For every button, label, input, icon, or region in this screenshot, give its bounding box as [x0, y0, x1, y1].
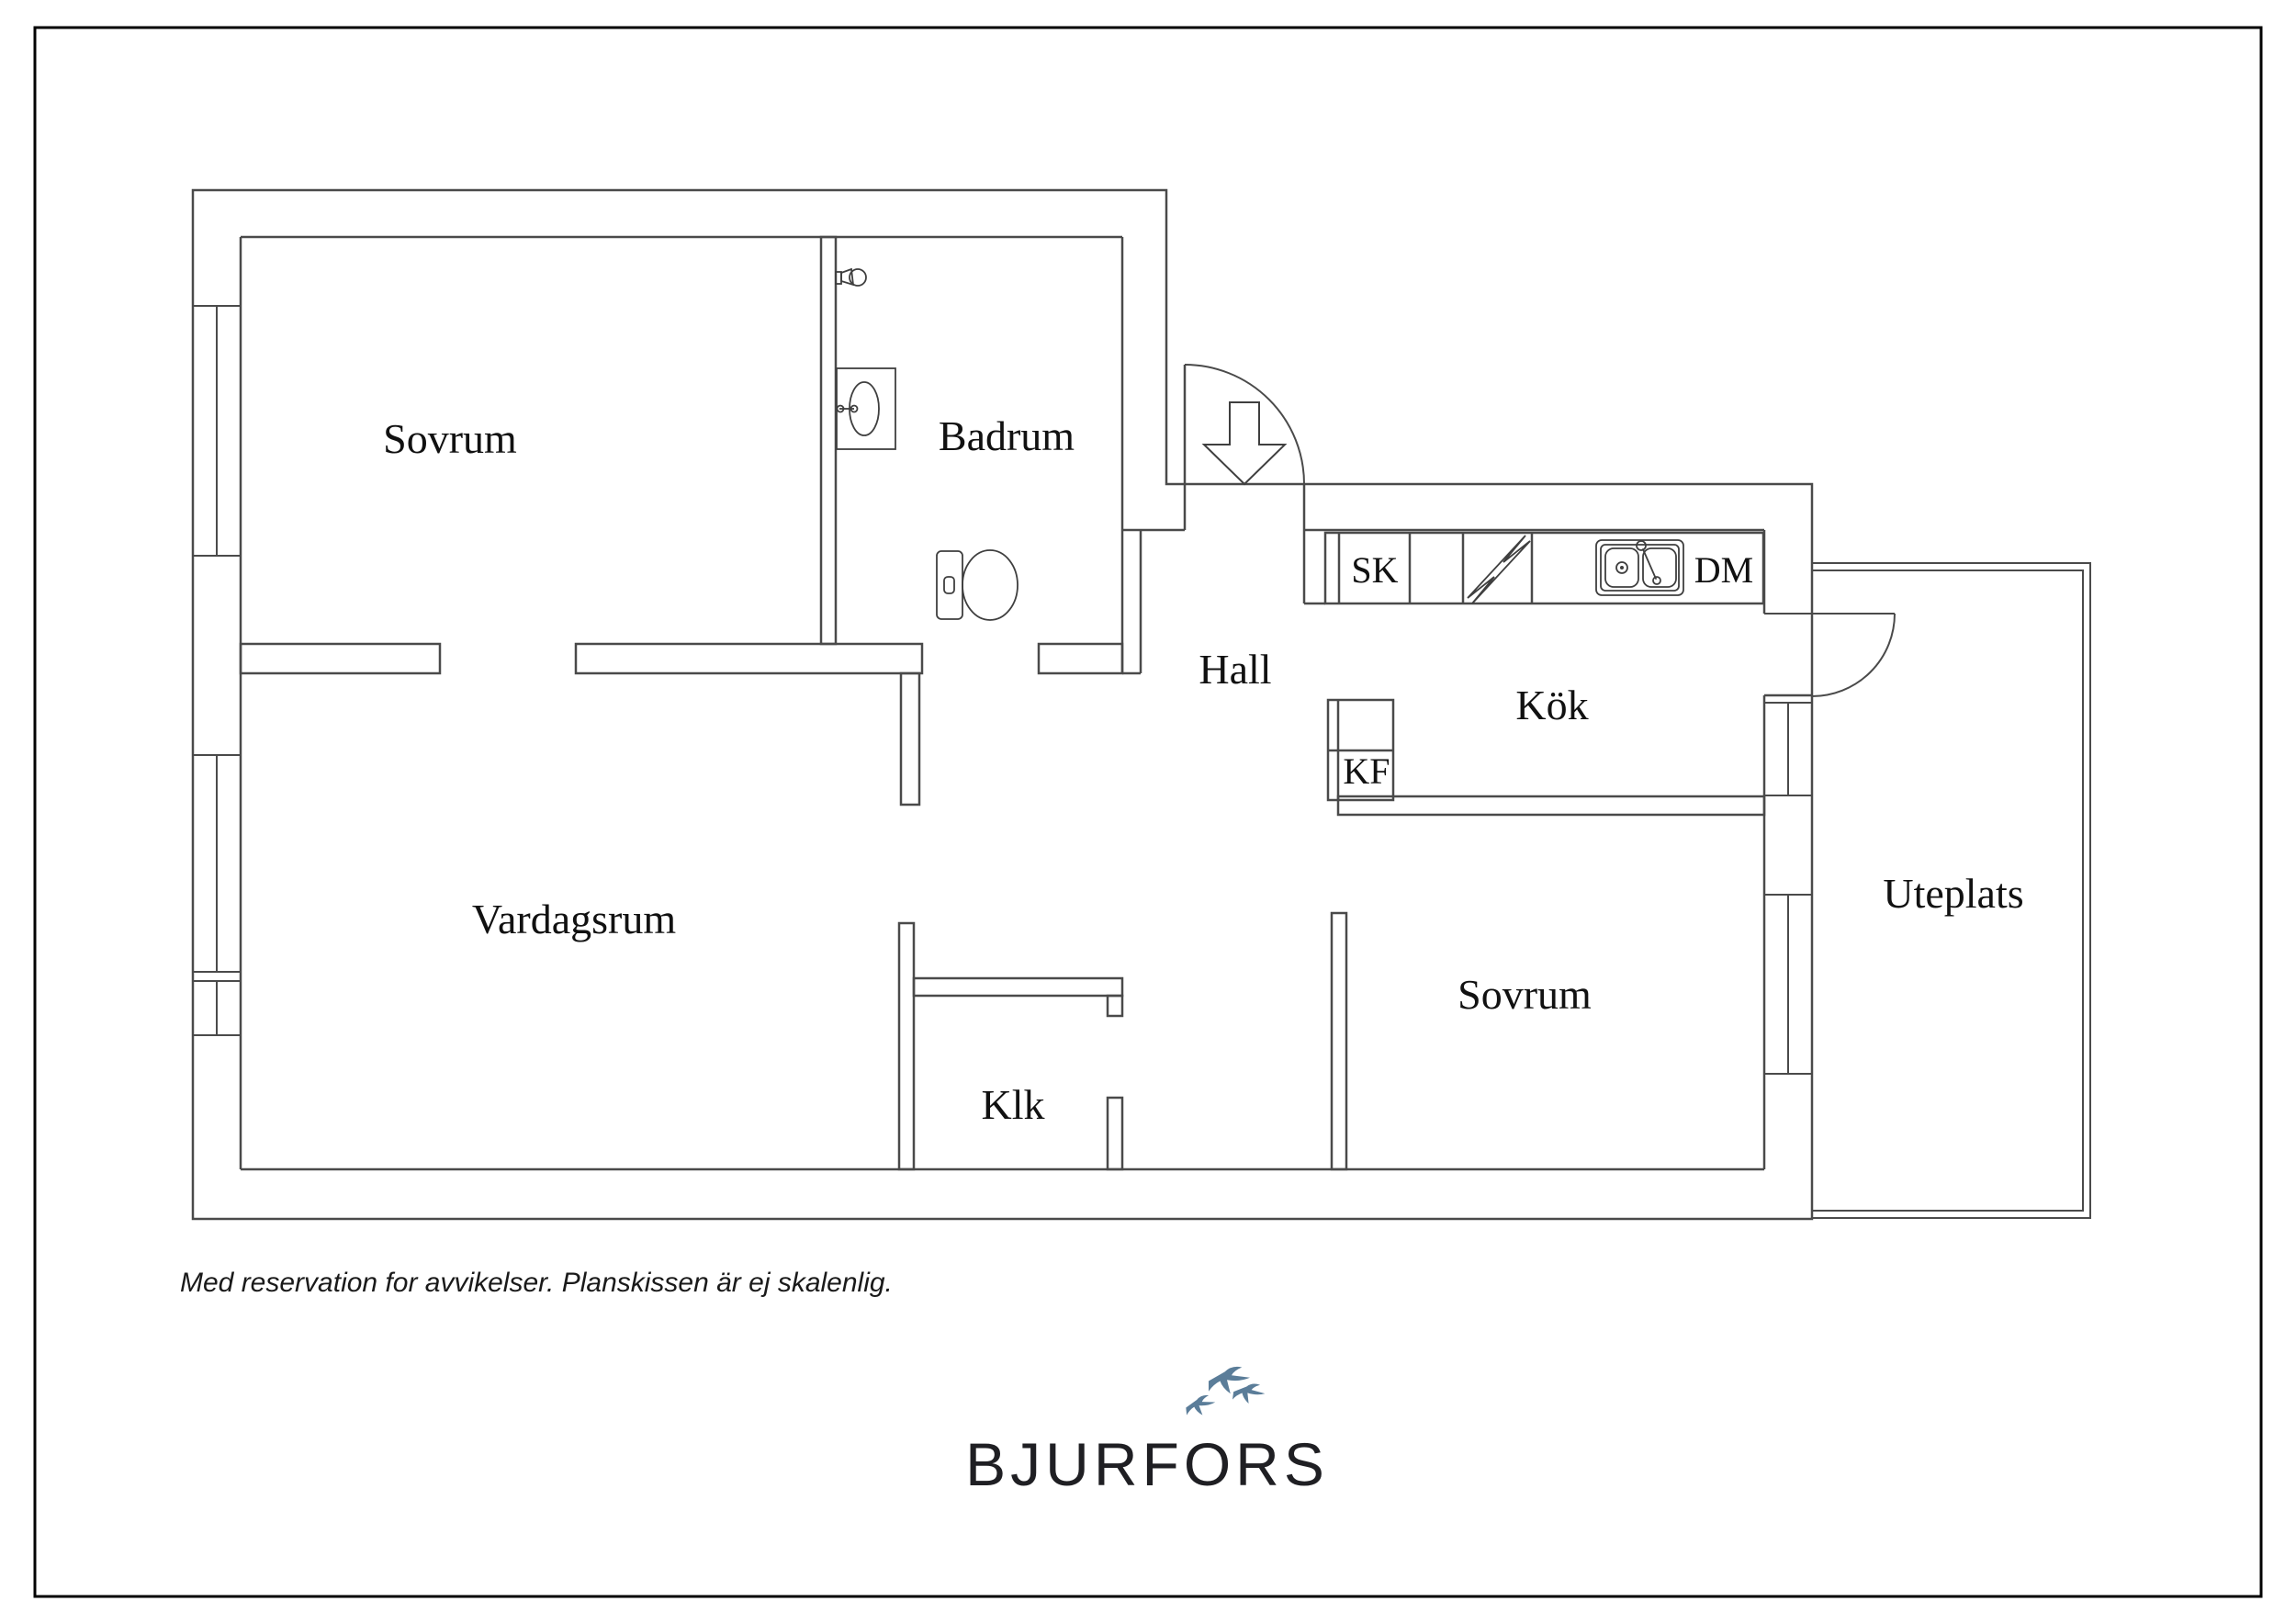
wall-bedroom-bathroom — [819, 235, 838, 646]
logo-text: BJURFORS — [965, 1430, 1329, 1498]
wall-closet-right — [1106, 1096, 1124, 1171]
room-label-bedroom-bottom: Sovrum — [1458, 971, 1592, 1018]
room-label-closet: Klk — [982, 1081, 1045, 1128]
room-label-kitchen: Kök — [1515, 682, 1588, 728]
shower-icon — [835, 267, 867, 287]
window-living-room-lower-icon — [193, 980, 241, 1036]
label-fridge-freezer: KF — [1343, 750, 1390, 792]
patio-door-arc-icon — [1811, 613, 1896, 697]
wall-kitchen-bedroom2 — [1336, 795, 1766, 817]
windows — [193, 305, 1812, 1075]
room-label-bedroom-top: Sovrum — [383, 415, 517, 462]
electrical-bolt-icon — [1467, 535, 1531, 604]
wall-south-segment-a — [239, 642, 442, 675]
logo-birds-icon — [1186, 1366, 1266, 1415]
interior-walls — [239, 235, 1766, 1171]
kitchen-fixtures — [1323, 531, 1765, 802]
wall-hall-bedroom2 — [1330, 911, 1348, 1171]
room-label-bathroom: Badrum — [939, 412, 1075, 459]
entrance-door-arc-icon — [1184, 364, 1305, 485]
label-dishwasher: DM — [1694, 549, 1753, 591]
room-label-living-room: Vardagsrum — [472, 896, 676, 942]
toilet-icon — [936, 549, 1019, 621]
wall-stub-hall — [899, 671, 921, 806]
room-label-patio: Uteplats — [1883, 870, 2023, 917]
disclaimer-text: Med reservation for avvikelser. Planskis… — [180, 1268, 893, 1298]
wall-closet-left — [897, 921, 916, 1171]
window-bedroom-bottom-icon — [1764, 894, 1812, 1075]
room-labels: Sovrum Badrum Hall Kök Vardagsrum Klk So… — [383, 412, 2023, 1128]
wall-south-segment-b — [574, 642, 924, 675]
label-cleaning-cabinet: SK — [1351, 549, 1398, 591]
kitchen-counter — [1323, 531, 1765, 605]
bathroom-fixtures — [835, 267, 1019, 621]
page-border — [33, 26, 2263, 1598]
patio-railing — [1812, 562, 2091, 1219]
room-label-hall: Hall — [1199, 646, 1271, 693]
wall-south-segment-c — [1037, 642, 1124, 675]
window-kitchen-icon — [1764, 702, 1812, 796]
sink-icon — [836, 367, 896, 450]
kitchen-sink-icon — [1595, 539, 1684, 596]
wall-closet-jog — [1106, 994, 1124, 1018]
bjurfors-logo: BJURFORS — [965, 1366, 1329, 1498]
fridge-freezer-unit — [1326, 698, 1395, 802]
doors — [1184, 364, 1896, 697]
exterior-walls — [191, 188, 1814, 1221]
window-bedroom-top-icon — [193, 305, 241, 557]
entrance-arrow-icon — [1201, 401, 1288, 486]
window-living-room-upper-icon — [193, 754, 241, 973]
wall-closet-top — [912, 976, 1124, 998]
